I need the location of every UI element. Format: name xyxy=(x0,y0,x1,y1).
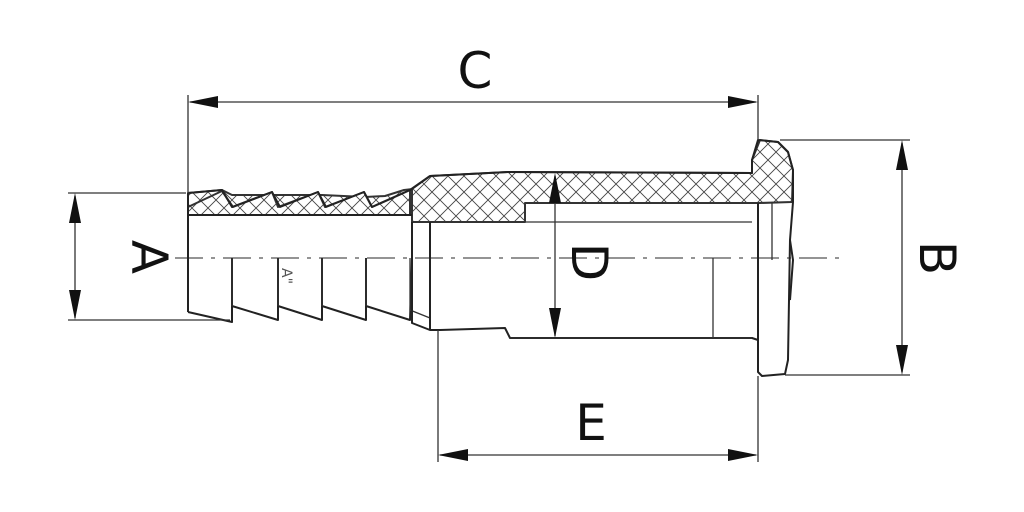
barb-inner-lines xyxy=(231,258,431,319)
dim-label-a: A xyxy=(120,240,178,274)
dim-b-arrow-bottom xyxy=(896,345,908,375)
barb-ridges-lower xyxy=(187,257,413,323)
dim-e-arrow-left xyxy=(438,449,468,461)
dim-b-arrow-top xyxy=(896,140,908,170)
part-mark: A" xyxy=(278,268,294,284)
dim-d-arrow-top xyxy=(549,173,561,203)
dim-c-arrow-left xyxy=(188,96,218,108)
dim-c-arrow-right xyxy=(728,96,758,108)
dim-label-c: C xyxy=(458,42,493,100)
flange-nose xyxy=(789,239,794,301)
dim-label-e: E xyxy=(575,394,607,452)
dim-label-b: B xyxy=(908,241,966,275)
dim-a-arrow-top xyxy=(69,193,81,223)
dim-label-d: D xyxy=(560,243,618,282)
body-outline xyxy=(411,139,794,377)
section-hatch-body xyxy=(411,139,794,223)
dim-d-arrow-bottom xyxy=(549,308,561,338)
dim-a-arrow-bottom xyxy=(69,290,81,320)
dim-e-arrow-right xyxy=(728,449,758,461)
barb-tail-outline xyxy=(187,175,431,208)
